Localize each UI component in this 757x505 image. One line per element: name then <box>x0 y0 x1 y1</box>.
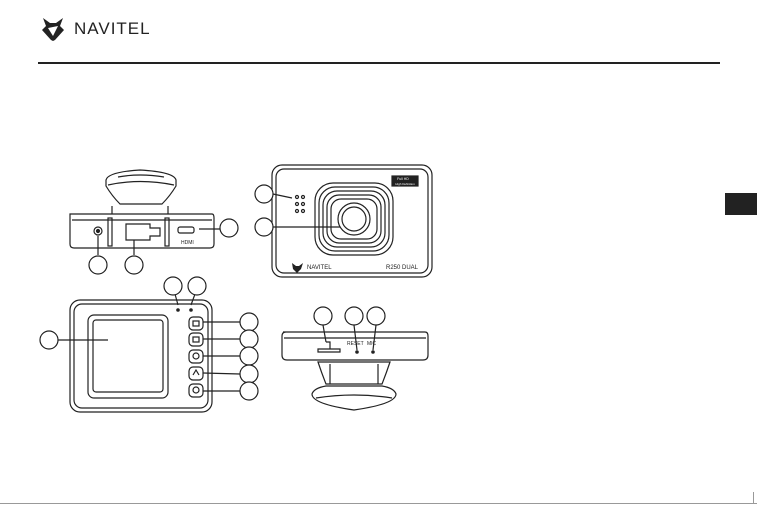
callout <box>203 313 258 331</box>
callout <box>203 382 258 400</box>
callout <box>164 277 182 305</box>
model-label: R250 DUAL <box>386 265 419 271</box>
callout <box>203 365 258 383</box>
sticker-line1: Full HD <box>397 177 409 181</box>
callout <box>314 307 332 342</box>
mic-label: MIC <box>367 341 377 347</box>
callout <box>125 240 143 274</box>
top-view <box>70 170 214 248</box>
sticker-line2: High Definition <box>395 182 415 186</box>
front-brand-label: NAVITEL <box>307 265 332 271</box>
callout <box>199 219 238 237</box>
reset-label: RESET <box>347 341 364 347</box>
callout <box>89 236 107 274</box>
callout <box>203 347 258 365</box>
footer-divider <box>0 503 757 504</box>
callout <box>203 330 258 348</box>
rear-view <box>70 300 212 412</box>
callout <box>188 277 206 305</box>
page-edge-mark <box>753 492 754 504</box>
hdmi-port-label: HDMI <box>181 240 194 246</box>
callout <box>255 185 292 203</box>
